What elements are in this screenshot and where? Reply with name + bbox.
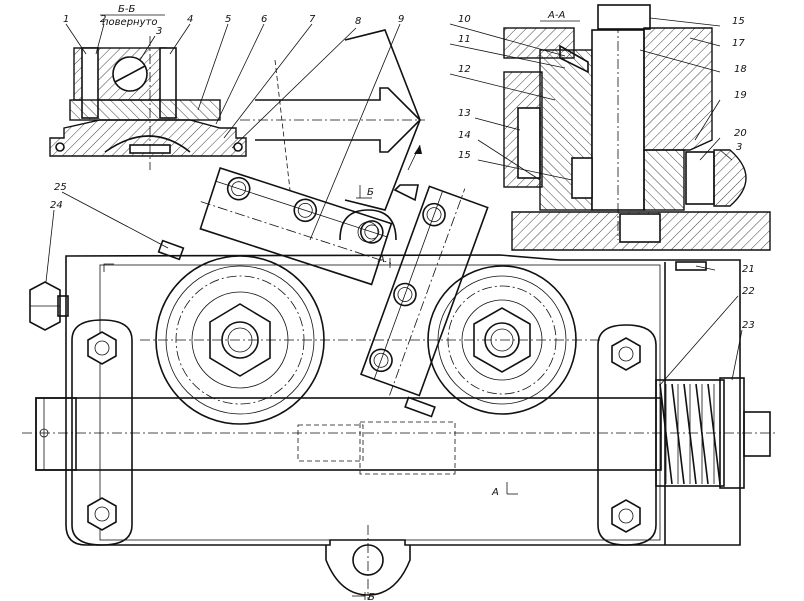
callout-17: 17: [732, 38, 745, 49]
bb-plate: [69, 99, 221, 121]
hidden-slot-2: [359, 421, 456, 475]
callout-15-upper: 15: [732, 16, 745, 27]
callout-19: 19: [734, 90, 747, 101]
callout-3: 3: [156, 26, 162, 37]
right-clamp-bar: [597, 324, 657, 546]
hex-bolt-tr-center: [618, 346, 634, 362]
cutter-tooth: [393, 184, 419, 202]
hex-bolt-tl: [87, 331, 117, 365]
screw-24-shank: [57, 295, 69, 317]
hex-bolt-bl-center: [94, 506, 110, 522]
bb-shaft-cut: [114, 65, 146, 83]
cut-mark-a-top: А: [377, 254, 385, 265]
aa-roller-3: [713, 149, 747, 207]
bb-base-hole-r: [233, 142, 243, 152]
callout-7: 7: [309, 14, 316, 25]
aa-insert-11: [559, 44, 589, 74]
spring-rod-end: [743, 411, 771, 457]
section-aa-title: А-А: [547, 10, 565, 21]
right-tilted-bracket: [360, 185, 489, 397]
callout-21: 21: [742, 264, 755, 275]
section-aa: А-А: [503, 4, 771, 251]
screw-25: [157, 239, 185, 261]
callout-5: 5: [225, 14, 231, 25]
callout-numbers: 1 2 3 4 5 6 7 8 9 10 11 12 13 14 15 15 1…: [50, 14, 755, 331]
cut-mark-b-bottom: Б: [368, 592, 375, 601]
hex-bolt-tl-center: [94, 340, 110, 356]
callout-2: 2: [100, 14, 106, 25]
hex-bolt-br: [611, 499, 641, 533]
aa-shaft-head: [597, 4, 651, 30]
callout-25: 25: [54, 182, 67, 193]
cut-mark-b-top: Б: [367, 187, 374, 198]
hex-bolt-tr: [611, 337, 641, 371]
callout-1: 1: [63, 14, 69, 25]
bb-base: [49, 119, 247, 157]
slide-bar-end: [35, 397, 77, 471]
upper-lug: [339, 209, 397, 241]
hex-bolt-bl: [87, 497, 117, 531]
callout-12: 12: [458, 64, 471, 75]
callout-14: 14: [458, 130, 471, 141]
aa-right-lower: [643, 149, 685, 211]
callout-8: 8: [355, 16, 361, 27]
aa-pin-15: [571, 157, 593, 199]
callout-10: 10: [458, 14, 471, 25]
callout-24: 24: [50, 200, 63, 211]
section-bb-title: Б-Б: [118, 4, 135, 15]
callout-22: 22: [742, 286, 755, 297]
callout-13: 13: [458, 108, 471, 119]
bottom-lug: [325, 545, 411, 596]
callout-20: 20: [734, 128, 747, 139]
slide-bar: [35, 397, 662, 471]
bb-clamp-arc: [104, 135, 191, 153]
aa-base-insert: [619, 213, 661, 243]
callout-11: 11: [458, 34, 471, 45]
section-bb-note: повернуто: [102, 17, 157, 28]
hex-bolt-br-center: [618, 508, 634, 524]
aa-right-housing: [643, 27, 713, 151]
hidden-slot-1: [297, 424, 364, 462]
callout-15-lower: 15: [458, 150, 471, 161]
callout-23: 23: [742, 320, 755, 331]
base-plate: [65, 254, 741, 546]
upper-lug-hole: [357, 221, 379, 243]
callout-18: 18: [734, 64, 747, 75]
section-bb: Б-Б повернуто: [49, 4, 247, 170]
cut-mark-a-bottom: А: [491, 487, 499, 498]
arbor-hidden: [274, 59, 291, 191]
spring: [655, 379, 725, 487]
bb-base-hole-l: [55, 142, 65, 152]
callout-9: 9: [398, 14, 404, 25]
inner-frame: [99, 264, 661, 541]
leader-lines: [45, 17, 743, 386]
callout-3-aa: 3: [736, 142, 742, 153]
left-clamp-bar: [71, 319, 133, 546]
callout-6: 6: [261, 14, 267, 25]
left-tilted-bracket: [199, 166, 393, 286]
screw-21: [675, 261, 707, 271]
callout-4: 4: [187, 14, 193, 25]
corner-mark: [103, 263, 114, 272]
lower-screw: [404, 396, 436, 418]
direction-arrow-head: [414, 145, 422, 154]
main-view: Б Б А А: [22, 29, 775, 601]
